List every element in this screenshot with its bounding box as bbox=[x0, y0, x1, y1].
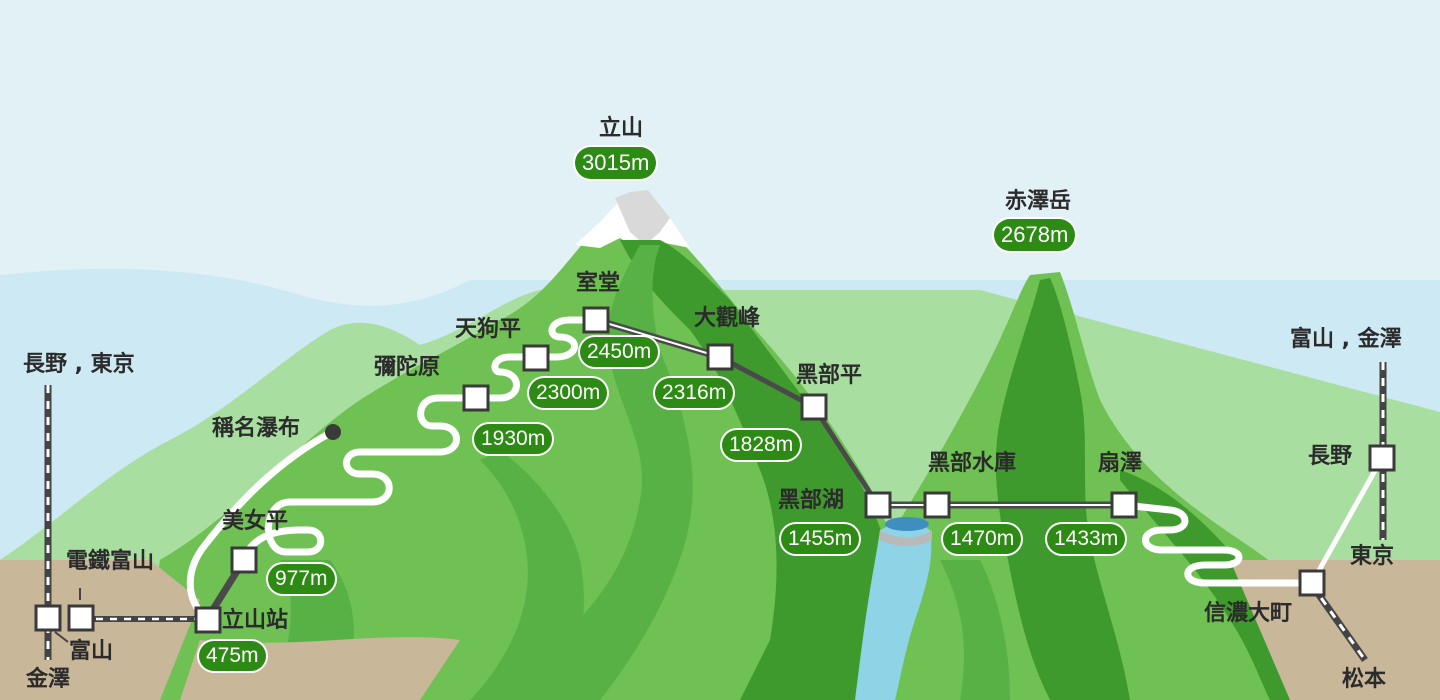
bus-ogizawa-omachi bbox=[1123, 501, 1312, 587]
kurobe-river bbox=[855, 522, 932, 700]
label-kanazawa: 金澤 bbox=[26, 667, 71, 692]
label-nagano: 長野 bbox=[1308, 444, 1353, 469]
label-toyama-kanazawa: 富山 , 金澤 bbox=[1290, 327, 1402, 352]
label-toyama: 富山 bbox=[69, 639, 114, 664]
label-matsumoto: 松本 bbox=[1342, 667, 1387, 692]
label-kurobedaira: 黑部平 bbox=[796, 363, 863, 388]
label-kurobe-dam: 黑部水庫 bbox=[928, 451, 1017, 476]
kurobe-dam bbox=[880, 530, 932, 546]
ground-right bbox=[1230, 560, 1440, 700]
station-tengudaira[interactable] bbox=[522, 344, 550, 372]
route-shomyo-falls bbox=[186, 428, 334, 622]
label-bijodaira: 美女平 bbox=[222, 509, 289, 534]
label-tengudaira: 天狗平 bbox=[455, 317, 522, 342]
peak-elevation-akazawa: 2678m bbox=[994, 219, 1076, 251]
station-ogizawa[interactable] bbox=[1110, 491, 1138, 519]
label-midagahara: 彌陀原 bbox=[374, 355, 441, 380]
railway-line-matsumoto bbox=[1309, 582, 1368, 663]
station-kurobedaira[interactable] bbox=[800, 393, 828, 421]
label-ogizawa: 扇澤 bbox=[1098, 451, 1143, 476]
station-tateyama[interactable] bbox=[194, 606, 222, 634]
label-shinano-omachi: 信濃大町 bbox=[1204, 601, 1293, 626]
elevation-tengudaira: 2300m bbox=[529, 378, 608, 408]
elevation-kurobedaira: 1828m bbox=[722, 430, 801, 460]
station-midagahara[interactable] bbox=[462, 384, 490, 412]
peak-elevation-tateyama: 3015m bbox=[575, 147, 657, 179]
label-tateyama-station: 立山站 bbox=[222, 608, 289, 633]
elevation-midagahara: 1930m bbox=[474, 424, 553, 454]
elevation-daikanbo: 2316m bbox=[655, 378, 734, 408]
elevation-tateyama-station: 475m bbox=[199, 641, 266, 671]
station-murodo[interactable] bbox=[582, 306, 610, 334]
label-dentetsu-toyama: 電鐵富山 bbox=[66, 549, 155, 574]
kurobe-lake bbox=[885, 517, 929, 531]
route-omachi-nagano bbox=[1309, 456, 1385, 585]
station-nagano[interactable] bbox=[1368, 444, 1396, 472]
peak-name-akazawa: 赤澤岳 bbox=[1005, 189, 1072, 214]
station-bijodaira[interactable] bbox=[230, 546, 258, 574]
elevation-kurobeko: 1455m bbox=[781, 524, 860, 554]
elevation-murodo: 2450m bbox=[580, 337, 659, 367]
station-shinano-omachi[interactable] bbox=[1298, 569, 1326, 597]
elevation-kurobe-dam: 1470m bbox=[943, 524, 1022, 554]
ropeway bbox=[718, 354, 816, 410]
elevation-bijodaira: 977m bbox=[268, 564, 335, 594]
peak-name-tateyama: 立山 bbox=[599, 116, 644, 141]
station-kanazawa-junction[interactable] bbox=[34, 604, 62, 632]
label-nagano-tokyo: 長野 , 東京 bbox=[23, 352, 135, 377]
label-shomyo-falls: 稱名瀑布 bbox=[212, 416, 301, 441]
elevation-ogizawa: 1433m bbox=[1047, 524, 1126, 554]
station-kurobe-dam[interactable] bbox=[923, 491, 951, 519]
shomyo-falls-point[interactable] bbox=[325, 424, 341, 440]
station-daikanbo[interactable] bbox=[706, 343, 734, 371]
label-daikanbo: 大觀峰 bbox=[694, 306, 761, 331]
kurobe-cable-car bbox=[811, 405, 881, 507]
label-tokyo: 東京 bbox=[1350, 544, 1395, 569]
station-kurobeko[interactable] bbox=[864, 491, 892, 519]
station-dentetsu-toyama[interactable] bbox=[67, 604, 95, 632]
label-kurobeko: 黑部湖 bbox=[778, 488, 845, 513]
label-murodo: 室堂 bbox=[576, 271, 621, 296]
